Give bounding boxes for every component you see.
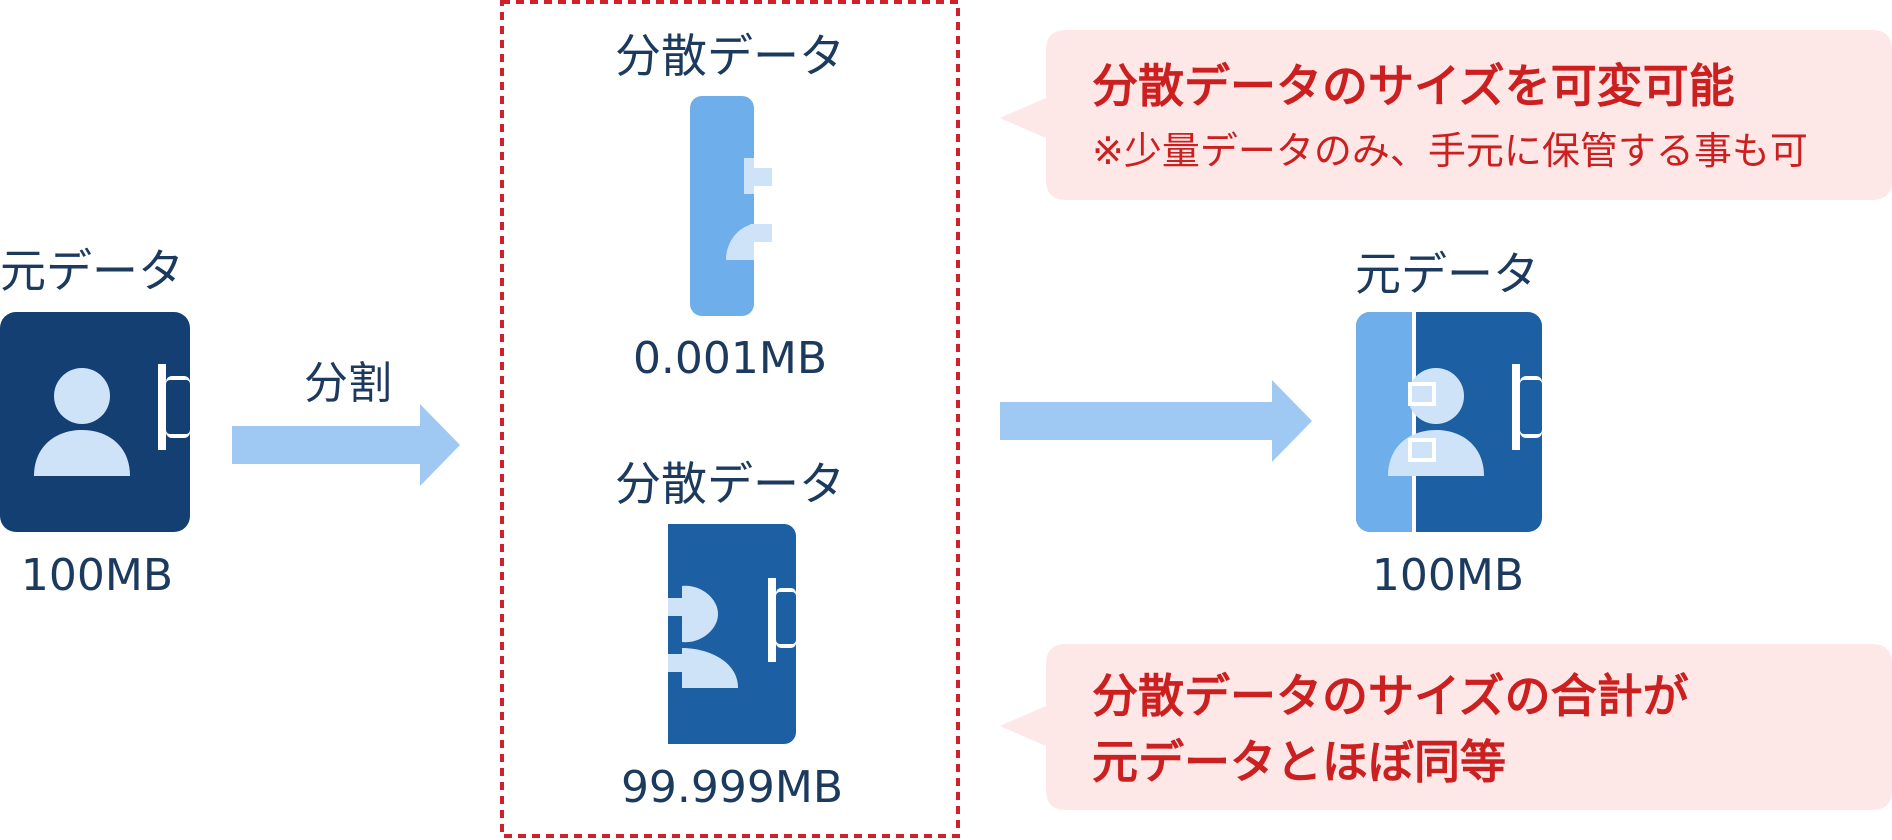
fragment-large-size: 99.999MB: [621, 762, 843, 813]
fragment-large: 分散データ 99.999MB: [615, 457, 845, 813]
fragment-small-title: 分散データ: [615, 29, 845, 83]
source-document-icon: [0, 312, 190, 532]
callout-top-note: ※少量データのみ、手元に保管する事も可: [1092, 129, 1808, 173]
fragment-small-document-icon: [690, 96, 772, 316]
callout-bottom-line1: 分散データのサイズの合計が: [1092, 669, 1689, 723]
fragment-small: 分散データ 0.001MB: [615, 29, 845, 384]
merge-arrow-icon: [1000, 380, 1312, 462]
result-document-icon: [1356, 312, 1542, 532]
callout-top-title: 分散データのサイズを可変可能: [1092, 59, 1735, 113]
callout-bottom: 分散データのサイズの合計が 元データとほぼ同等: [1000, 644, 1892, 810]
result-group: 元データ 100MB: [1355, 247, 1542, 601]
fragment-large-document-icon: [668, 524, 796, 744]
fragment-small-person-icon: [726, 224, 754, 260]
fragment-large-person-icon: [668, 585, 738, 688]
split-label: 分割: [304, 358, 392, 409]
callout-bottom-line2: 元データとほぼ同等: [1092, 735, 1506, 789]
fragment-small-size: 0.001MB: [633, 333, 827, 384]
split-arrow-icon: [232, 404, 460, 486]
fragments-container: [500, 0, 960, 838]
source-person-icon: [34, 368, 130, 476]
source-size: 100MB: [21, 550, 173, 601]
result-size: 100MB: [1372, 550, 1524, 601]
source-title: 元データ: [0, 244, 184, 298]
result-person-icon: [1388, 368, 1484, 476]
fragment-large-title: 分散データ: [615, 457, 845, 511]
callout-top: 分散データのサイズを可変可能 ※少量データのみ、手元に保管する事も可: [1000, 30, 1892, 200]
source-group: 元データ 100MB: [0, 244, 190, 601]
split-arrow-group: 分割: [232, 358, 460, 486]
result-title: 元データ: [1355, 247, 1539, 301]
